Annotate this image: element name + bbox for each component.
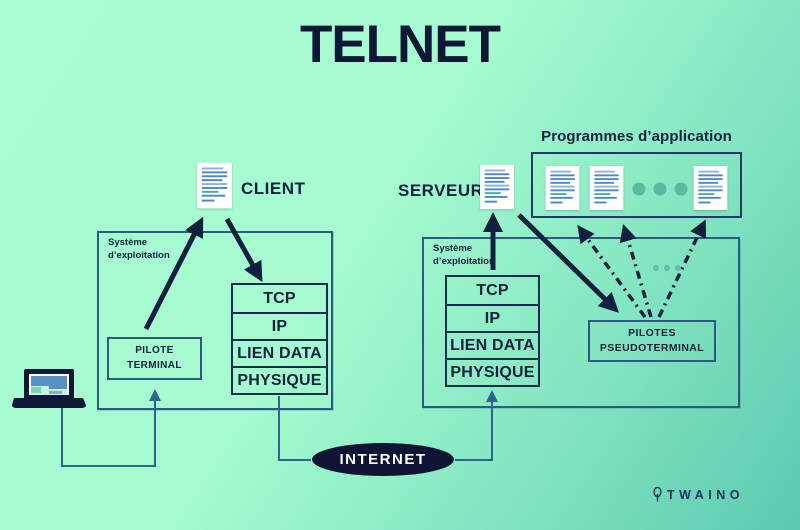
applications-title: Programmes d’application (541, 128, 732, 145)
client-document-icon (197, 162, 232, 209)
app-document-icon (589, 166, 624, 210)
pilote-terminal-box: PILOTE TERMINAL (107, 337, 202, 380)
stack-row-liendata: LIEN DATA (233, 339, 326, 366)
app-document-icon (693, 166, 728, 210)
server-os-label: Système d’exploitation (433, 243, 495, 267)
twaino-tree-icon (653, 487, 662, 502)
brand-logo: TWAINO (652, 487, 744, 502)
server-protocol-stack: TCP IP LIEN DATA PHYSIQUE (445, 275, 540, 387)
client-label: CLIENT (241, 179, 306, 198)
applications-box (531, 152, 742, 218)
stack-row-ip: IP (233, 312, 326, 339)
stack-row-physique: PHYSIQUE (233, 366, 326, 393)
client-protocol-stack: TCP IP LIEN DATA PHYSIQUE (231, 283, 328, 395)
stack-row-physique: PHYSIQUE (447, 358, 538, 385)
brand-text: TWAINO (667, 487, 744, 502)
server-document-icon (480, 164, 514, 210)
stack-row-tcp: TCP (476, 281, 509, 299)
pilotes-pseudoterminal-box: PILOTES PSEUDOTERMINAL (588, 320, 716, 362)
client-os-box (97, 231, 333, 410)
serveur-label: SERVEUR (398, 181, 484, 200)
internet-cloud: INTERNET (312, 443, 454, 476)
app-document-icon (545, 166, 580, 210)
laptop-icon (12, 369, 86, 408)
stack-row-ip: IP (447, 304, 538, 331)
stack-row-liendata: LIEN DATA (447, 331, 538, 358)
stack-row-tcp: TCP (263, 289, 296, 307)
page-title: TELNET (299, 15, 501, 74)
client-os-label: Système d’exploitation (108, 237, 170, 261)
